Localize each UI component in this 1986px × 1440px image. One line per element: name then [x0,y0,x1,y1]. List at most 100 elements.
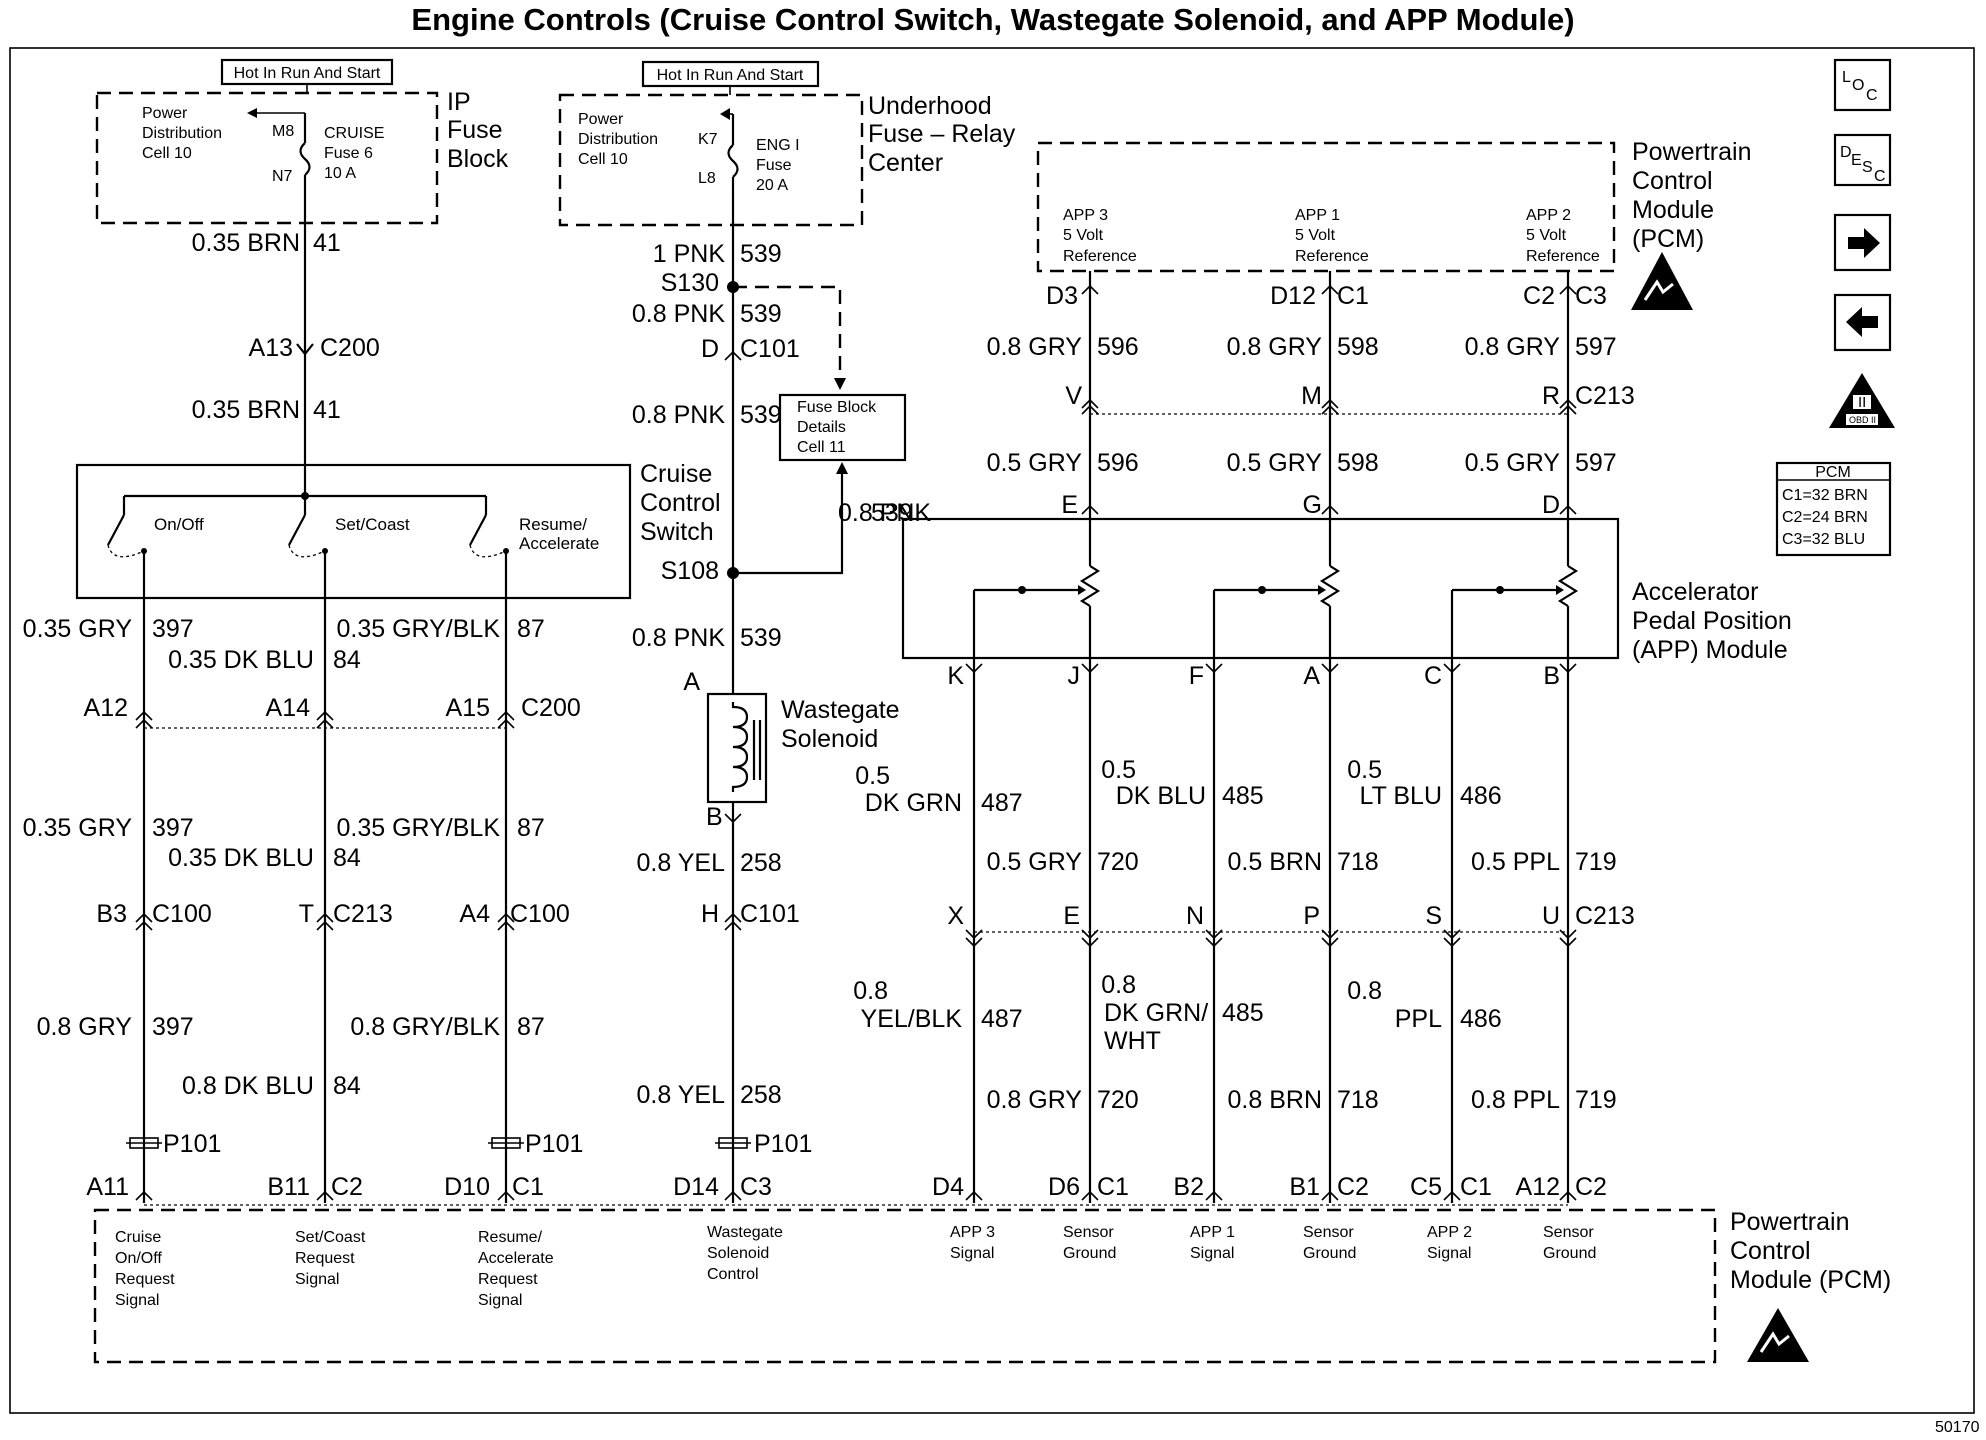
wire-label: V [1065,382,1082,410]
wire-label: D [1542,491,1560,519]
wire-label: 487 [981,1005,1023,1033]
pcm-bottom: Powertrain Control Module (PCM) Cruise O… [93,1204,1891,1364]
uh-power-label: Power [578,111,624,128]
wire-label: 0.8 GRY [37,1013,133,1041]
svg-text:E: E [1851,152,1862,169]
app-module-label: Pedal Position [1632,607,1792,635]
fuse-ref-label: Fuse Block [797,399,877,416]
wire-label: 0.8 PNK [632,300,725,328]
wire-label: 87 [517,1013,545,1041]
pcm-signal-label: APP 3 [950,1224,995,1241]
wire-label: 0.8 GRY [987,333,1083,361]
app-module-label: Accelerator [1632,578,1758,606]
pcm-legend-row: C1=32 BRN [1782,487,1868,504]
app3-ref-label: 5 Volt [1063,227,1104,244]
svg-text:S: S [1862,159,1873,176]
esd-icon [1747,1308,1809,1362]
wire-label: A12 [1516,1173,1560,1201]
wire-label: DK GRN [865,789,962,817]
wire-label: 41 [313,396,341,424]
wire-label: 596 [1097,449,1139,477]
wire-label: C101 [740,335,800,363]
pcm-signal-label: Sensor [1303,1224,1354,1241]
arrow-left-icon[interactable] [1833,293,1892,352]
wire-label: D12 [1270,282,1316,310]
wire-label: A [1303,662,1320,690]
wastegate-label: Solenoid [781,725,878,753]
pcm-signal-label: Signal [950,1245,994,1262]
wire-label: C213 [1575,382,1635,410]
svg-text:OBD II: OBD II [1849,415,1876,425]
wire-label: G [1303,491,1322,519]
wire-label: 0.8 YEL [636,1081,725,1109]
pcm-signal-label: Set/Coast [295,1229,366,1246]
wire-label: YEL/BLK [861,1005,963,1033]
wire-label: 0.5 PPL [1471,848,1560,876]
loc-icon[interactable]: L O C [1833,58,1892,112]
wire-label: 0.5 BRN [1228,848,1322,876]
switch-resume: Resume/ [519,515,587,534]
wire-label: C2 [1575,1173,1607,1201]
pcm-signal-label: Sensor [1543,1224,1594,1241]
wire-label: 0.35 BRN [192,396,300,424]
wire-label: 0.5 [1347,756,1382,784]
wire-label: D3 [1046,282,1078,310]
wire-label: S130 [661,269,719,297]
wire-label: 84 [333,844,361,872]
svg-text:O: O [1852,77,1864,94]
ip-box-label: Block [447,145,509,173]
wire-label: 720 [1097,848,1139,876]
wire-label: 718 [1337,848,1379,876]
wire-label: C1 [1097,1173,1129,1201]
wire-label: 0.8 PNK [632,624,725,652]
wire-label: C100 [152,900,212,928]
wire-label: 0.8 GRY [1465,333,1561,361]
wire-label: C2 [331,1173,363,1201]
esd-icon [1631,252,1693,310]
wastegate-wires: Fuse Block Details Cell 11 A B Wastegate… [683,192,907,1203]
wire-label: C1 [1337,282,1369,310]
uh-box-label: Center [868,149,943,177]
wire-label: C200 [320,334,380,362]
wire-label: WHT [1104,1027,1161,1055]
pcm-signal-label: APP 2 [1427,1224,1472,1241]
app2-ref-label: 5 Volt [1526,227,1567,244]
pcm-top-label: Module [1632,196,1714,224]
desc-icon[interactable]: D E S C [1833,133,1892,187]
diagram-title: Engine Controls (Cruise Control Switch, … [411,2,1574,37]
wastegate-pin-a: A [683,668,700,696]
wire-label: A12 [84,694,128,722]
obd-ii-icon[interactable]: II OBD II [1829,373,1895,428]
pcm-signal-label: Signal [1190,1245,1234,1262]
pcm-top-label: Powertrain [1632,138,1752,166]
wire-label: DK GRN/ [1104,999,1208,1027]
arrow-right-icon[interactable] [1833,213,1892,272]
wire-label: 718 [1337,1086,1379,1114]
wire-label: C101 [740,900,800,928]
cruise-switch-label: Switch [640,518,714,546]
wire-label: 0.8 GRY [1227,333,1323,361]
wire-label: 0.8 PNK [838,499,931,527]
wire-label: F [1189,662,1204,690]
wire-label: 485 [1222,999,1264,1027]
pcm-signal-label: Request [295,1250,355,1267]
uh-fuse-label: ENG I [756,137,800,154]
wire-label: 0.35 BRN [192,229,300,257]
wire-label: A13 [249,334,293,362]
wire-label: PPL [1395,1005,1442,1033]
switch-set-coast: Set/Coast [335,515,410,534]
wire-label: 485 [1222,782,1264,810]
pcm-signal-label: Ground [1543,1245,1596,1262]
underhood-fuse-block: Hot In Run And Start Underhood Fuse – Re… [558,60,1016,227]
wire-label: 596 [1097,333,1139,361]
wire-label: 539 [871,499,913,527]
app1-ref-label: APP 1 [1295,207,1340,224]
wire-label: 0.8 [1101,971,1136,999]
uh-pin-bottom: L8 [698,170,716,187]
wire-label: P101 [525,1130,583,1158]
pcm-signal-label: APP 1 [1190,1224,1235,1241]
wire-label: 0.35 GRY [23,615,133,643]
ip-box-label: Fuse [447,116,503,144]
wire-label: 719 [1575,1086,1617,1114]
